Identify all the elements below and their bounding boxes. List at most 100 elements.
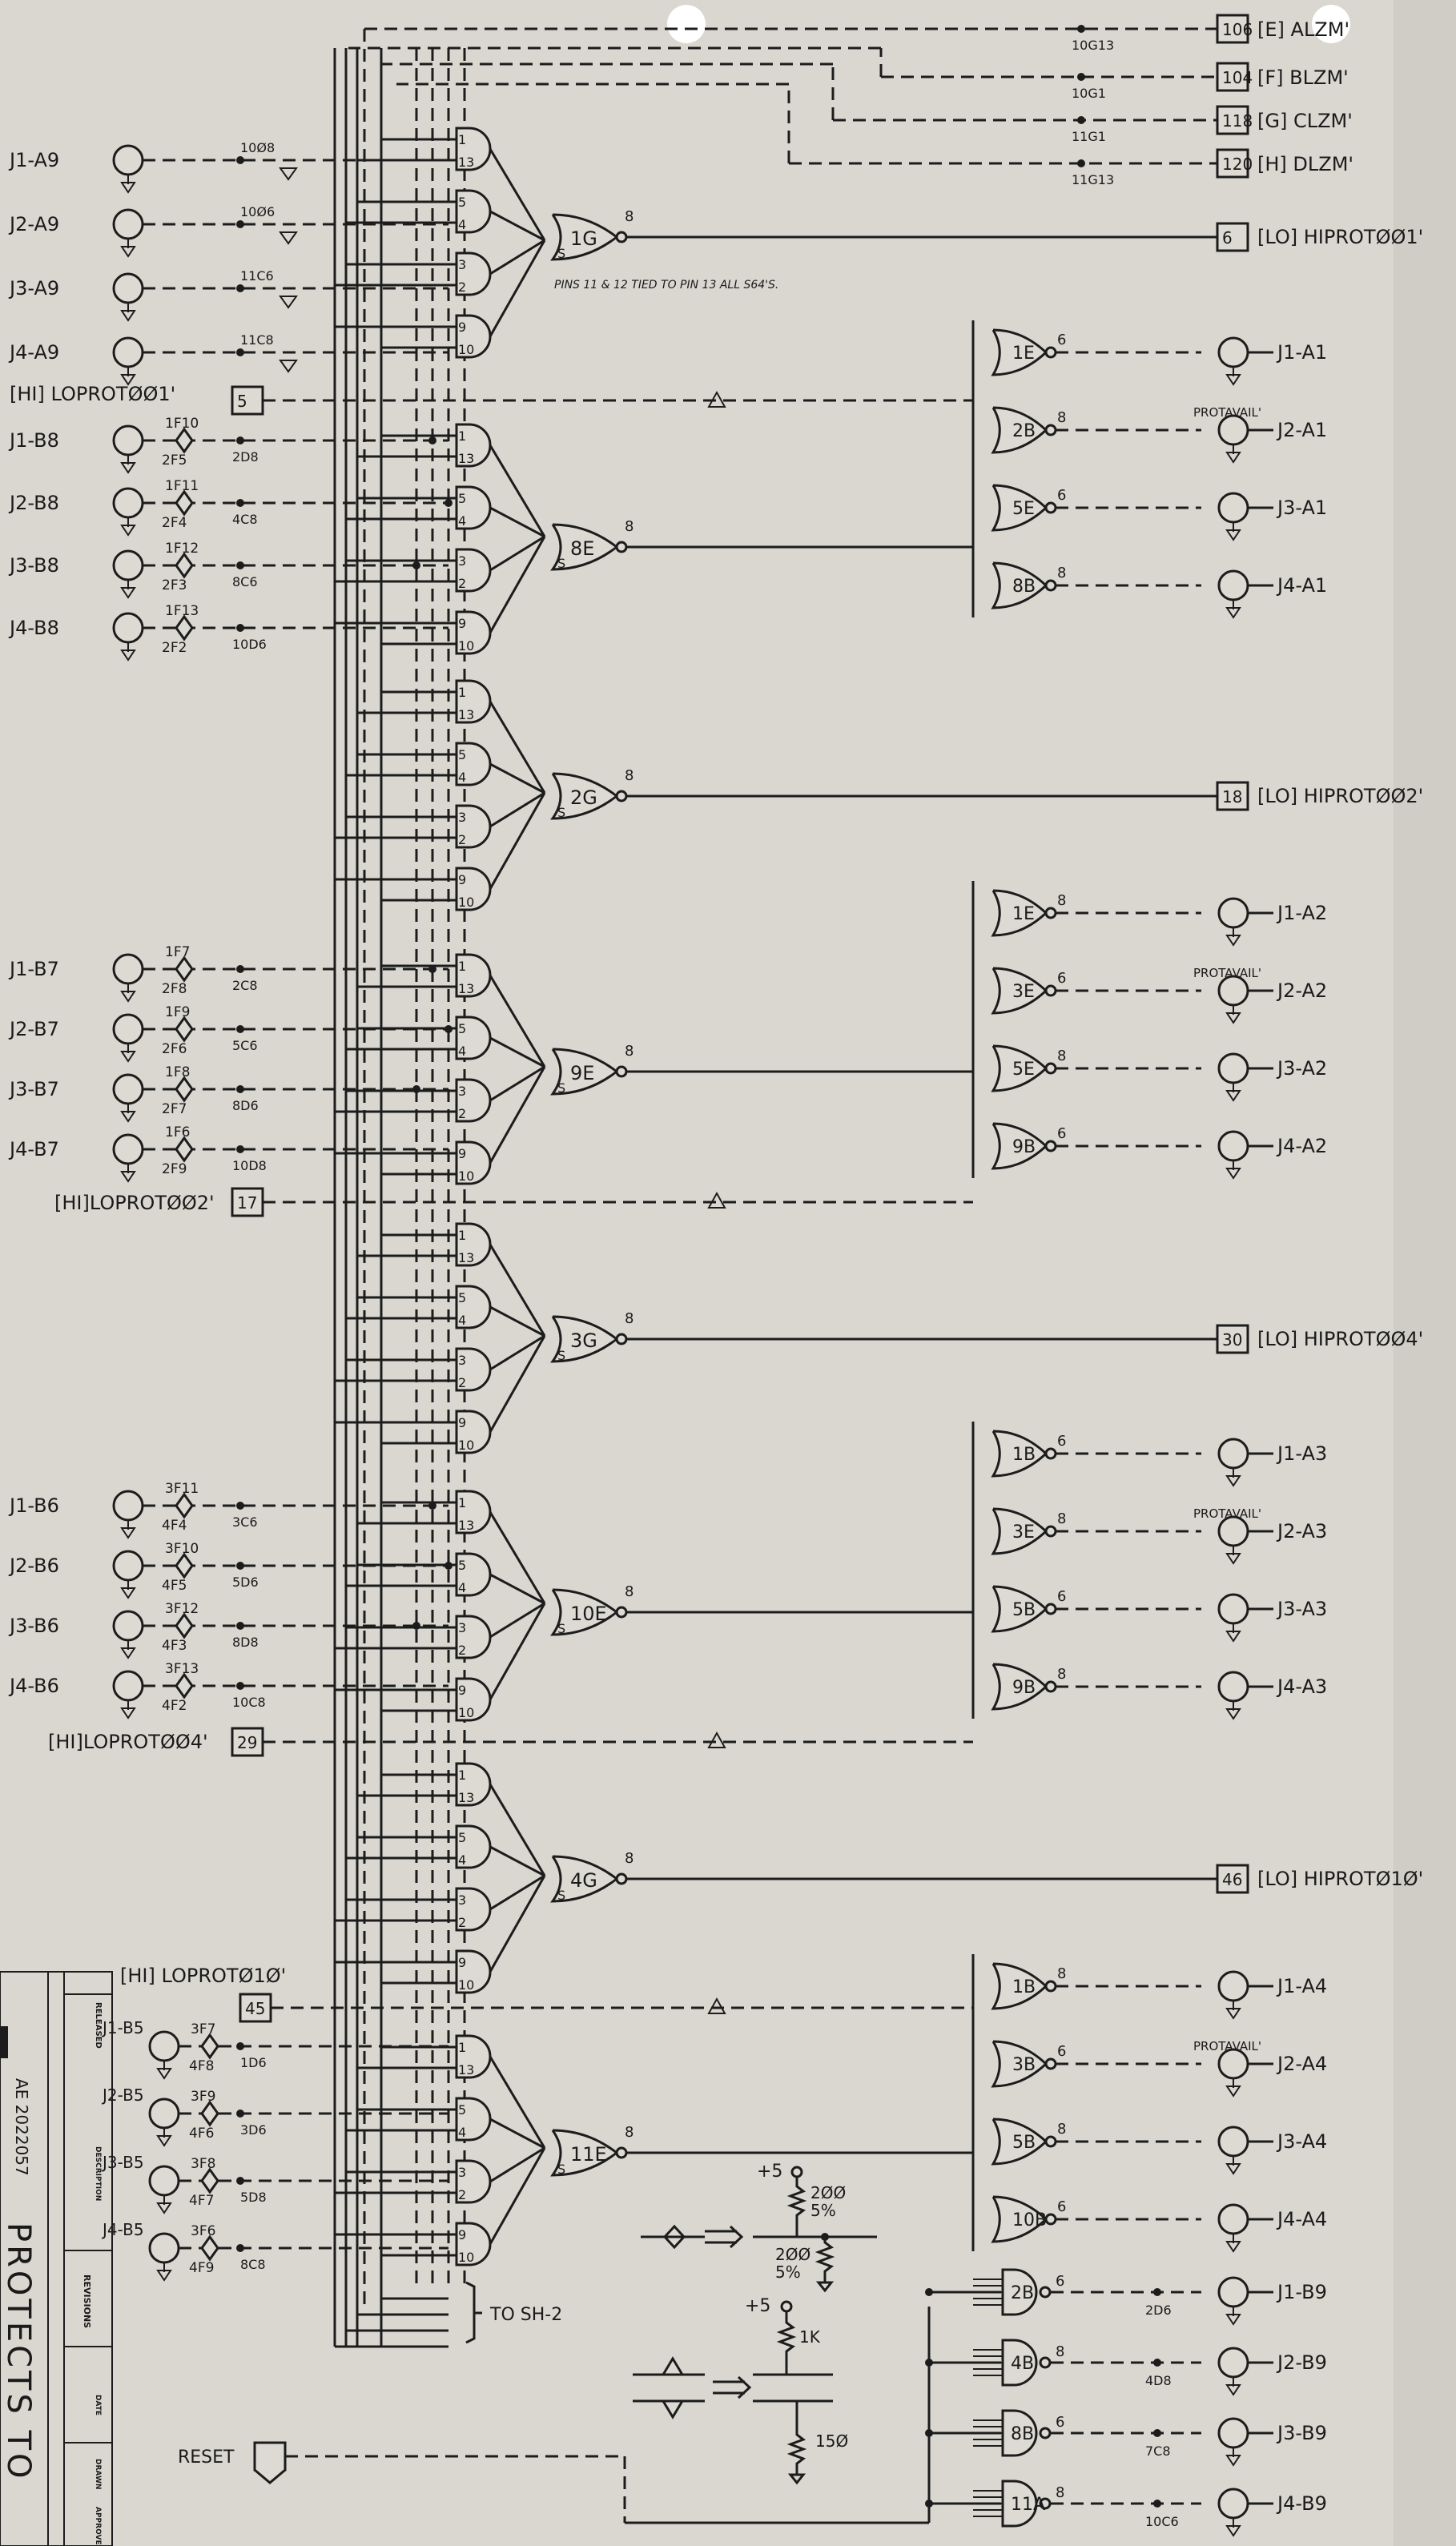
input-connector [112,1013,144,1063]
triangle-marker [707,390,726,408]
diamond-terminal [200,2167,219,2194]
gate-id: 5B [1012,1600,1036,1620]
wire-id: 3F8 [191,2156,215,2172]
pin-number: 3 [458,1084,466,1099]
connector-circle [1217,2488,1249,2520]
connector-circle [1217,2048,1249,2080]
connector-circle [112,336,144,368]
output-connector [1217,897,1249,947]
inversion-bubble [615,2146,628,2159]
wire-id: 10C8 [232,1695,266,1710]
connector-circle [1217,1515,1249,1547]
input-connector-label: J4-B6 [8,1675,59,1697]
to-sheet-label: TO SH-2 [489,2305,562,2325]
protavail-label: PROTAVAIL' [1193,405,1261,420]
diamond-terminal [200,2234,219,2262]
wire [489,239,546,337]
junction-dot [236,1682,244,1690]
gate-sub: S [557,1888,565,1903]
wire-id: 3F9 [191,2089,215,2105]
and-gate [455,2222,492,2266]
bracket [465,2281,482,2344]
output-pin-box: 118 [1216,105,1253,135]
wire [489,791,545,828]
connector-arrow [120,303,136,322]
wire-id: 10G1 [1072,86,1106,101]
wire [489,1335,546,1433]
gate-id: 1B [1012,1445,1036,1465]
pin-number: 5 [458,1290,466,1305]
b9-driver-gate [1001,2339,1038,2387]
input-connector-label: J2-A9 [8,213,59,235]
pin-number: 6 [1057,1433,1066,1450]
connector-circle [148,2030,180,2062]
gate-id: 1G [570,227,597,250]
resistor [776,2311,797,2375]
wire-id: 3F10 [165,1541,199,1557]
gate-id: 11E [570,2143,607,2166]
output-connector-label: J2-A3 [1276,1520,1327,1542]
wire-id: 10D6 [232,637,267,652]
connector-circle [148,2098,180,2130]
reset-flag [253,2441,287,2484]
connector-circle [1217,1671,1249,1703]
pin-box-frame [1216,105,1249,135]
connector-circle [112,1133,144,1165]
connector-arrow [120,1164,136,1183]
wire-id: 4F2 [162,1698,187,1714]
wire-id: 4D8 [1145,2373,1172,2388]
connector-arrow [120,1044,136,1063]
output-signal-label: [H] DLZM' [1257,153,1353,175]
connector-arrow [1225,1160,1241,1180]
pin-number: 5 [237,392,247,411]
b9-driver-gate [1001,2268,1038,2316]
and-gate [455,548,492,593]
inversion-bubble [615,541,628,553]
connector-circle [148,2232,180,2264]
connector-circle [1217,1438,1249,1470]
nor-gate-body [550,213,619,261]
inversion-bubble [615,790,628,802]
and-gate [455,2159,492,2204]
connector-arrow [120,580,136,599]
input-connector-label: J3-B5 [101,2153,144,2172]
output-connector [1217,975,1249,1024]
junction-dot [236,1502,244,1510]
resistor-value: 2ØØ [810,2183,846,2202]
input-pin-box: 45 [239,1993,272,2023]
output-connector-label: J2-A1 [1276,419,1327,441]
inversion-bubble [615,231,628,243]
pin-number: 6 [1057,332,1066,348]
pin-number: 5 [458,1558,466,1573]
junction-dot [1077,73,1085,81]
resistor-tolerance: 5% [810,2201,836,2220]
connector-circle [1217,2347,1249,2379]
pin-number: 5 [458,1830,466,1845]
pin-number: 3 [458,1353,466,1368]
pin-number: 4 [458,217,466,232]
pin-number: 3 [458,553,466,569]
inversion-bubble [1039,2286,1052,2299]
wire-id: 10C6 [1145,2514,1179,2529]
diamond-terminal [175,552,194,579]
connector-arrow [120,1520,136,1539]
wire-id: 5C6 [232,1038,258,1053]
lo-input-label: [HI] LOPROTØ1Ø' [120,1965,286,1987]
gate-sub: S [557,246,565,261]
and-gate [455,1016,492,1060]
junction-dot [236,2110,244,2118]
triangle-marker [707,1191,726,1209]
and-gate [455,1552,492,1597]
junction-dot [1153,2429,1161,2437]
legend-arrow [713,2375,752,2399]
wire-id: 4F3 [162,1638,187,1654]
connector-circle [1217,1052,1249,1084]
